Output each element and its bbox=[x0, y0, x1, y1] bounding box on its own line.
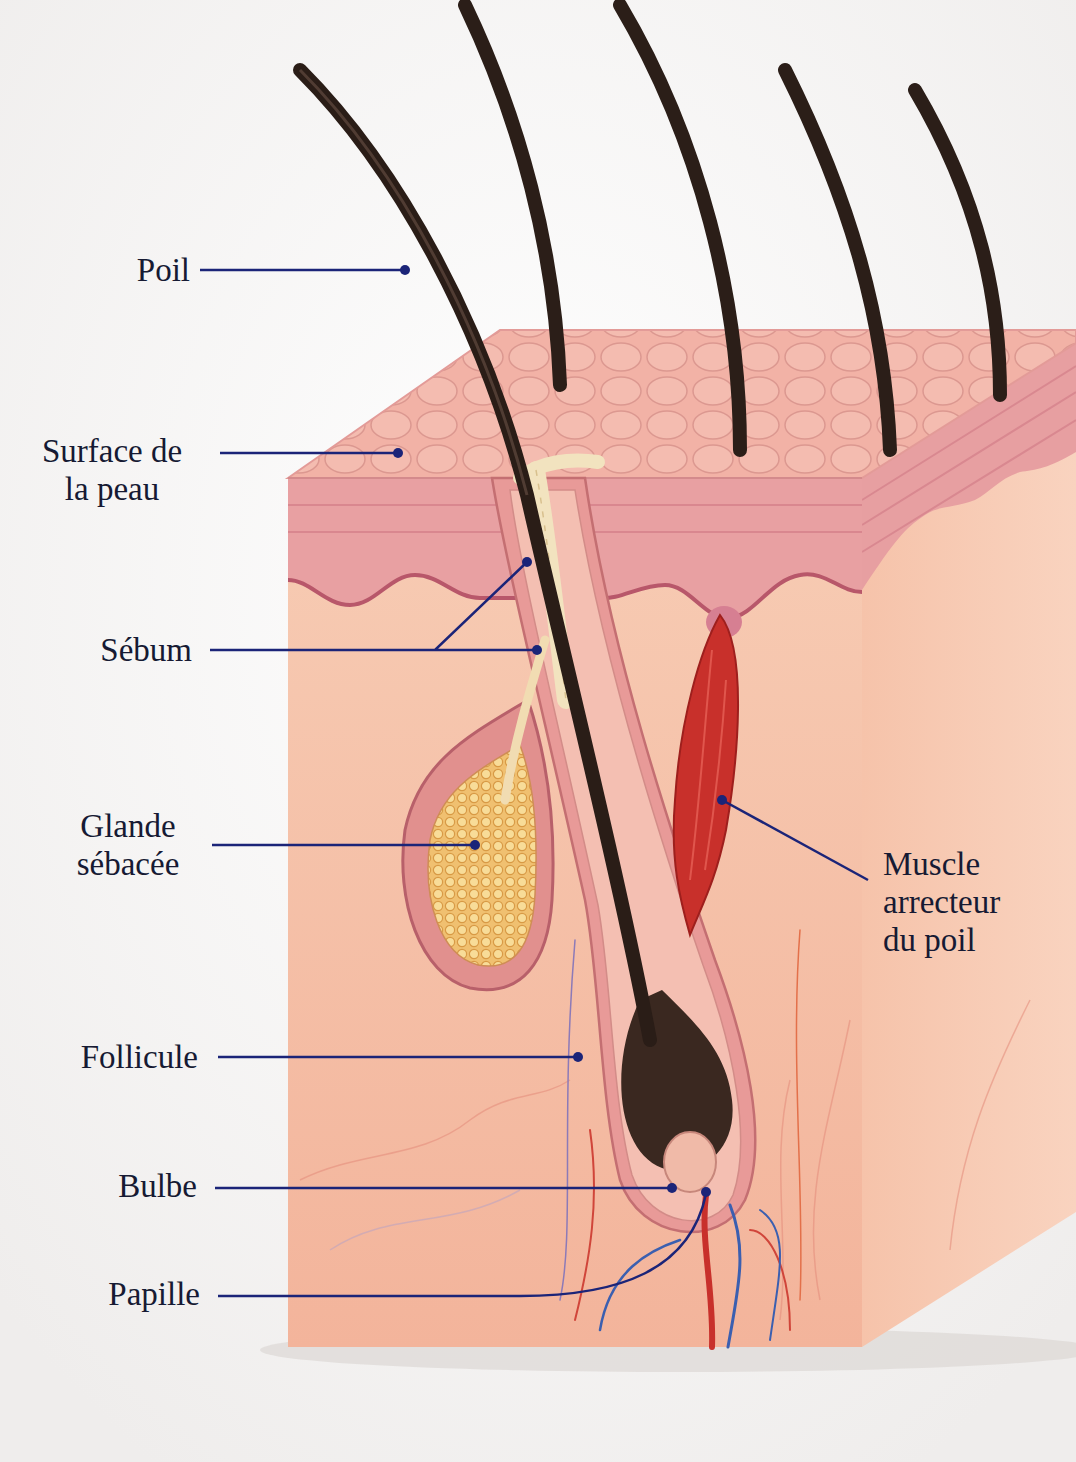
leader-dots bbox=[393, 265, 727, 1197]
part-label: Poil bbox=[20, 251, 190, 289]
part-label: Bulbe bbox=[20, 1167, 197, 1205]
part-label: Sébum bbox=[22, 631, 192, 669]
part-label: Follicule bbox=[20, 1038, 198, 1076]
leader-lines bbox=[200, 270, 868, 1296]
part-label: Muscle arrecteur du poil bbox=[883, 845, 1033, 959]
part-label: Papille bbox=[20, 1275, 200, 1313]
part-label: Glande sébacée bbox=[48, 807, 208, 883]
part-label: Surface de la peau bbox=[32, 432, 192, 508]
